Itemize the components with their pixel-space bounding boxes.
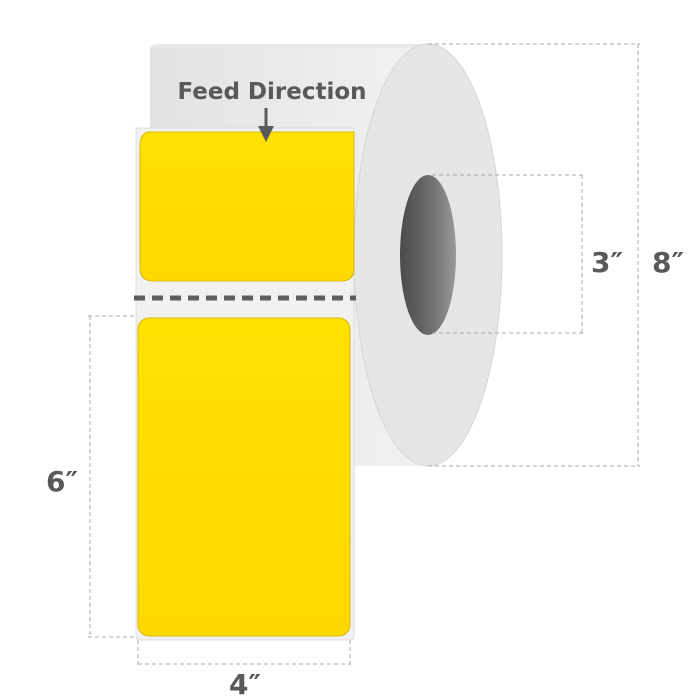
roll-diameter-label: 8″ xyxy=(652,246,684,279)
feed-arrow-head xyxy=(258,126,274,142)
roll-top-edge xyxy=(150,44,428,48)
dimension-roll-diameter xyxy=(428,43,640,467)
feed-direction-label: Feed Direction xyxy=(177,79,366,105)
lower-label xyxy=(137,317,351,637)
upper-label xyxy=(139,131,355,282)
label-width-label: 4″ xyxy=(229,668,261,700)
dimension-label-width xyxy=(137,640,351,666)
label-height-label: 6″ xyxy=(46,465,78,498)
dimension-label-height xyxy=(88,315,134,638)
core-hole xyxy=(400,175,456,335)
core-diameter-label: 3″ xyxy=(591,246,623,279)
dimension-core-diameter xyxy=(432,174,584,334)
